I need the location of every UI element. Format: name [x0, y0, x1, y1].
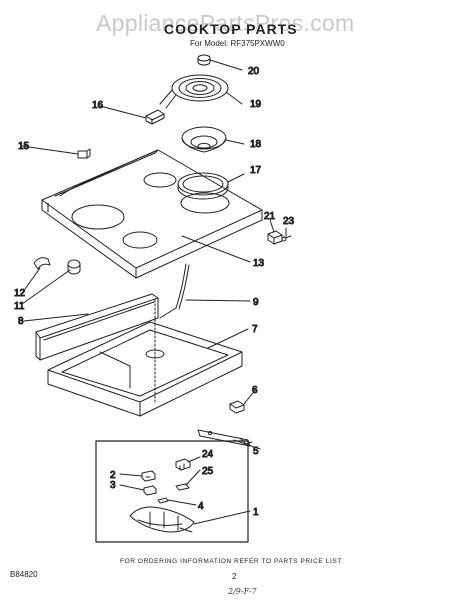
callout-numbers: 20 19 16 18 15 17 21 23 13 12 11 9 8 7 6… — [14, 66, 296, 519]
callout-5: 5 — [253, 446, 259, 457]
handwritten-note: 2/9-F-7 — [228, 587, 257, 596]
part-20-cap — [197, 54, 211, 66]
part-16-terminal-block — [145, 109, 165, 125]
callout-11: 11 — [14, 301, 25, 312]
part-18-drip-bowl — [181, 126, 227, 153]
callout-24: 24 — [202, 449, 214, 460]
callout-25: 25 — [202, 466, 214, 477]
callout-15: 15 — [18, 141, 30, 152]
watermark: AppliancePartsPros.com — [96, 10, 355, 36]
leader-lines — [19, 59, 287, 525]
part-2-terminal — [141, 470, 156, 482]
part-21-knob — [267, 230, 283, 245]
callout-16: 16 — [92, 100, 104, 111]
part-24-switch — [175, 458, 191, 471]
callout-8: 8 — [18, 316, 24, 327]
part-4-plug — [157, 497, 169, 504]
callout-13: 13 — [253, 258, 265, 269]
part-7-drip-pan — [47, 299, 243, 417]
callout-18: 18 — [250, 139, 262, 150]
part-23-screw — [281, 235, 292, 242]
callout-7: 7 — [252, 324, 258, 335]
part-3-connector — [143, 485, 157, 496]
part-13-cooktop — [41, 149, 263, 279]
part-25-element — [175, 483, 190, 491]
part-12-bracket — [33, 257, 51, 270]
switch-kit-box — [95, 440, 249, 543]
callout-20: 20 — [248, 66, 260, 77]
part-15-clip — [77, 148, 91, 159]
callout-6: 6 — [252, 385, 258, 396]
callout-12: 12 — [14, 288, 26, 299]
callout-9: 9 — [253, 297, 259, 308]
callout-17: 17 — [250, 165, 262, 176]
part-9-rod — [159, 263, 190, 319]
callout-23: 23 — [283, 216, 295, 227]
callout-3: 3 — [110, 480, 116, 491]
part-19-burner-coil — [159, 74, 229, 109]
part-6-clip — [229, 400, 245, 414]
page-title: COOKTOP PARTS — [164, 21, 298, 37]
callout-4: 4 — [198, 501, 204, 512]
callout-19: 19 — [250, 99, 262, 110]
model-line: For Model: RF375PXWW0 — [190, 39, 285, 48]
callout-2: 2 — [110, 470, 116, 481]
part-8-panel — [35, 293, 159, 361]
callout-21: 21 — [264, 211, 276, 222]
part-1-switch-assembly — [129, 506, 195, 533]
part-11-grommet — [67, 259, 81, 275]
page-number: 2 — [232, 572, 237, 581]
ordering-note: FOR ORDERING INFORMATION REFER TO PARTS … — [120, 558, 342, 565]
doc-number: B84820 — [10, 570, 38, 579]
callout-1: 1 — [253, 507, 259, 518]
